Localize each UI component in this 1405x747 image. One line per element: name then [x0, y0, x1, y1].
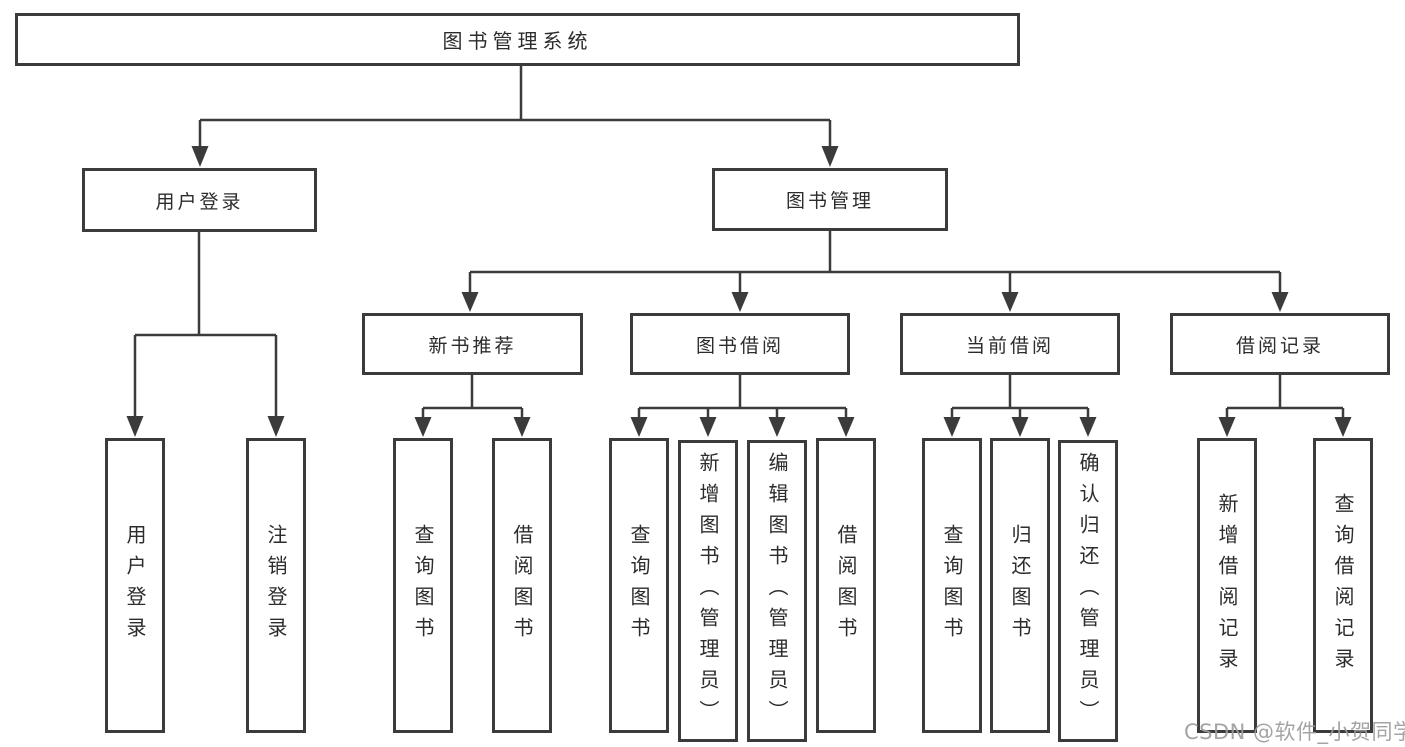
node-book-borrowing: 图书借阅 — [630, 313, 850, 375]
node-borrowing-records: 借阅记录 — [1170, 313, 1390, 375]
node-user-login: 用户登录 — [82, 168, 317, 232]
node-label: 查询图书 — [627, 523, 651, 648]
node-label: 图书管理系统 — [442, 29, 593, 53]
node-current-borrowing: 当前借阅 — [900, 313, 1120, 375]
node-label: 图书借阅 — [695, 334, 784, 357]
leaf-return-books: 归还图书 — [990, 438, 1050, 733]
leaf-query-books-recommend: 查询图书 — [393, 438, 453, 733]
node-label: 查询图书 — [411, 523, 435, 648]
node-label: 查询借阅记录 — [1331, 492, 1355, 679]
arrowheads — [126, 146, 1352, 437]
leaf-add-borrow-record: 新增借阅记录 — [1197, 438, 1257, 733]
node-label: 借阅记录 — [1235, 334, 1324, 357]
leaf-add-book-admin: 新增图书（管理员） — [678, 440, 738, 742]
node-label: 注销登录 — [264, 523, 288, 648]
node-label: 用户登录 — [123, 523, 147, 648]
node-label: 当前借阅 — [965, 334, 1054, 357]
node-label: 归还图书 — [1008, 523, 1032, 648]
leaf-edit-book-admin: 编辑图书（管理员） — [747, 440, 807, 742]
leaf-confirm-return-admin: 确认归还（管理员） — [1058, 440, 1118, 742]
csdn-watermark: CSDN @软件_小贺同学 — [1184, 720, 1405, 744]
node-label: 新书推荐 — [428, 334, 517, 357]
node-label: 借阅图书 — [834, 523, 858, 648]
node-library-management-system: 图书管理系统 — [15, 13, 1020, 66]
leaf-query-books-borrowing: 查询图书 — [609, 438, 669, 733]
node-label: 借阅图书 — [510, 523, 534, 648]
node-book-management: 图书管理 — [712, 168, 948, 231]
leaf-borrow-books-recommend: 借阅图书 — [492, 438, 552, 733]
node-new-book-recommend: 新书推荐 — [362, 313, 583, 375]
node-label: 确认归还（管理员） — [1076, 451, 1100, 731]
node-label: 新增借阅记录 — [1215, 492, 1239, 679]
leaf-logout: 注销登录 — [246, 438, 306, 733]
node-label: 图书管理 — [785, 190, 874, 212]
leaf-user-login: 用户登录 — [105, 438, 165, 733]
node-label: 用户登录 — [155, 190, 244, 213]
leaf-borrow-books: 借阅图书 — [816, 438, 876, 733]
node-label: 查询图书 — [940, 523, 964, 648]
leaf-query-borrow-record: 查询借阅记录 — [1313, 438, 1373, 733]
node-label: 编辑图书（管理员） — [765, 451, 789, 731]
leaf-query-books-current: 查询图书 — [922, 438, 982, 733]
node-label: 新增图书（管理员） — [696, 451, 720, 731]
